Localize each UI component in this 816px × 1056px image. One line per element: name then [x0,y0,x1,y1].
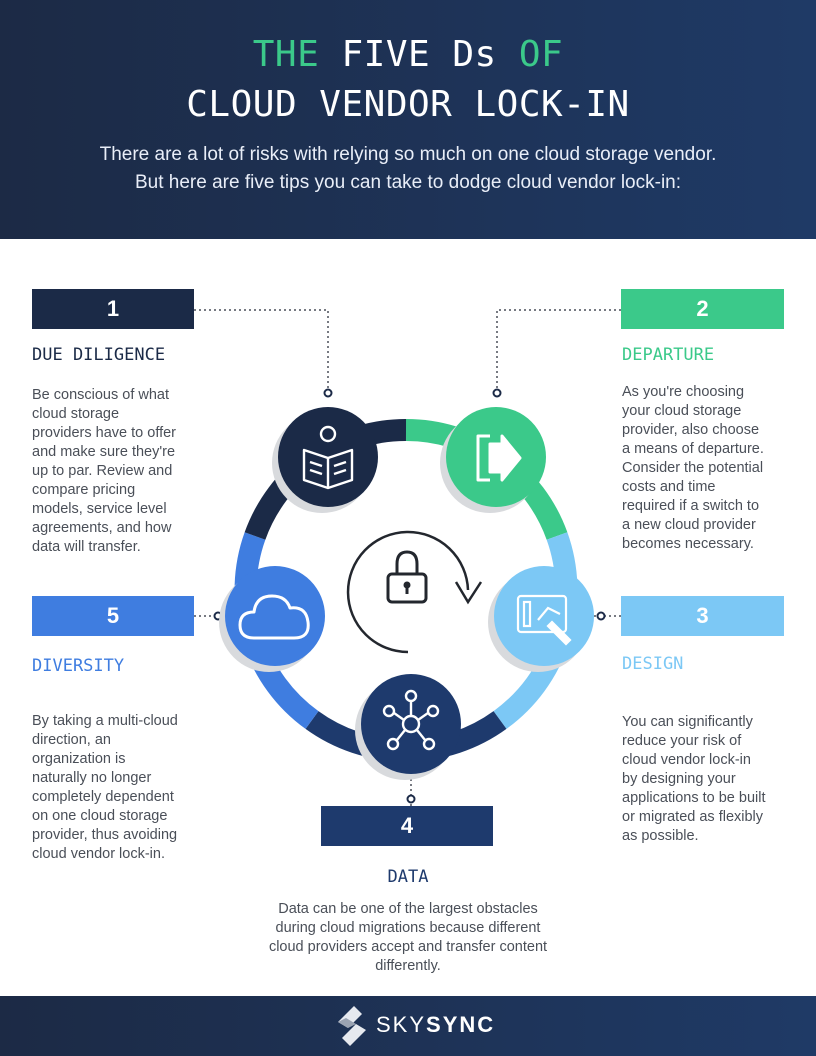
badge-step-1: 1 [32,289,194,329]
title-line-1: THE FIVE Ds OF [0,34,816,75]
connector-dot-2 [492,388,502,398]
badge-step-3: 3 [621,596,784,636]
body-data: Data can be one of the largest obstacles… [268,901,548,974]
design-tablet-icon [516,594,572,646]
node-departure [440,407,546,513]
badge-step-5: 5 [32,596,194,636]
title-word-five-ds: FIVE Ds [341,34,497,75]
brand-wordmark: SKYSYNC [376,1012,495,1038]
body-departure: As you're choosing your cloud storage pr… [622,384,764,552]
heading-due-diligence: DUE DILIGENCE [32,345,166,365]
network-nodes-icon [382,689,440,751]
book-reader-icon [302,425,354,490]
node-diversity [219,566,325,672]
exit-icon [476,434,522,482]
cloud-icon [238,594,310,640]
heading-design: DESIGN [622,654,684,674]
connector-2 [496,309,621,390]
arrow-head [454,581,483,605]
heading-departure: DEPARTURE [622,345,715,365]
badge-step-4: 4 [321,806,493,846]
heading-diversity: DIVERSITY [32,656,125,676]
body-diversity: By taking a multi-cloud direction, an or… [32,713,178,862]
badge-step-2: 2 [621,289,784,329]
connector-dot-4 [406,794,416,804]
node-data [355,674,461,780]
header-banner: THE FIVE Ds OF CLOUD VENDOR LOCK-IN Ther… [0,0,816,239]
circular-arrow [346,530,470,654]
intro-line-1: There are a lot of risks with relying so… [99,144,717,165]
center-lock-group [346,530,483,654]
intro-line-2: But here are five tips you can take to d… [134,172,682,193]
connector-dot-1 [323,388,333,398]
body-due-diligence: Be conscious of what cloud storage provi… [32,387,177,555]
connector-1 [194,309,329,390]
node-design [488,566,594,672]
body-design: You can significantly reduce your risk o… [622,714,766,844]
brand-sync: SYNC [426,1012,496,1037]
heading-data: DATA [387,867,429,887]
connector-dot-3 [596,611,606,621]
footer-banner: SKYSYNC [0,996,816,1056]
brand-sky: SKY [376,1012,427,1037]
title-word-of: OF [518,34,564,75]
skysync-logo-icon [338,1006,366,1046]
title-line-2: CLOUD VENDOR LOCK-IN [186,84,630,125]
lock-icon [386,550,428,604]
node-due-diligence [272,407,378,513]
title-word-the: THE [252,34,320,75]
